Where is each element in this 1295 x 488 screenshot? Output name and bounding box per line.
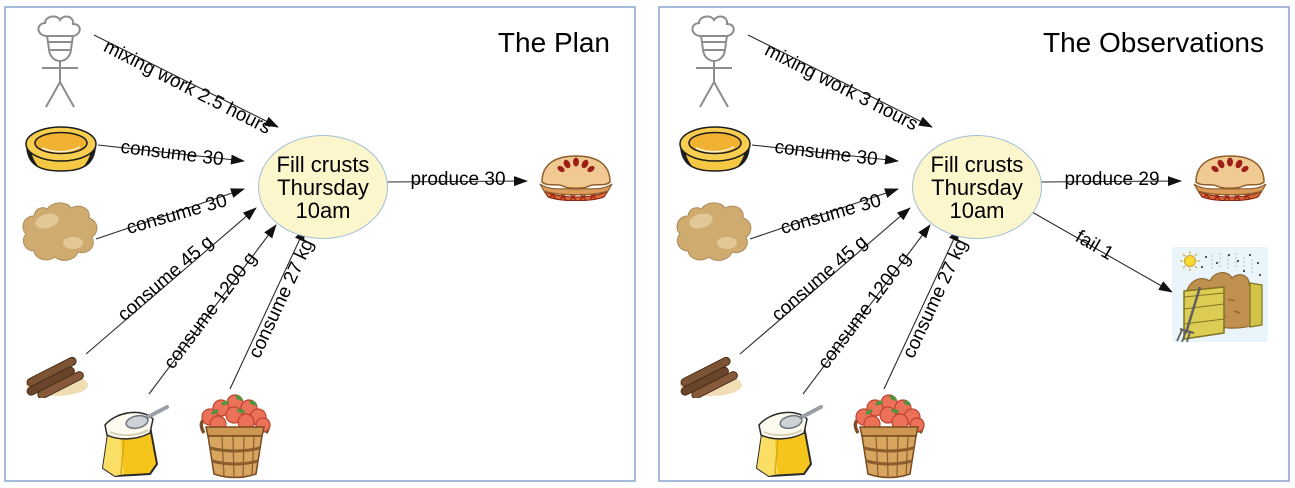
- chef-icon: [24, 14, 96, 114]
- observations-edge-lines: [739, 34, 1182, 395]
- panel-the-observations: Fill crusts Thursday 10am mixing work 3 …: [658, 6, 1290, 482]
- dough-shape: [22, 202, 98, 261]
- chef-figure: [37, 15, 81, 108]
- sugar-bag-icon: [90, 394, 170, 478]
- pie-crust-shape: [679, 126, 751, 172]
- edge-fail-line: [1017, 203, 1173, 293]
- cinnamon-shape: [680, 356, 742, 398]
- pie-icon: [534, 151, 618, 201]
- compost-bin-shape: [1172, 247, 1268, 342]
- sugar-bag-icon: [744, 394, 824, 478]
- edge-label-produce: produce 29: [1064, 169, 1160, 190]
- dough-icon: [671, 199, 755, 267]
- pie-shape: [539, 155, 613, 201]
- task-node-line1: Fill crusts: [930, 151, 1024, 177]
- cinnamon-icon: [24, 356, 90, 398]
- chef-figure: [691, 15, 735, 108]
- compost-bin-icon: [1172, 247, 1268, 342]
- dough-icon: [17, 199, 101, 267]
- apple-basket-icon: [195, 391, 275, 479]
- apple-basket-icon: [849, 391, 929, 479]
- sugar-bag-shape: [756, 405, 823, 477]
- edge-consume-sugar-line: [802, 224, 931, 395]
- task-node-line2: Thursday: [931, 174, 1023, 200]
- task-node-fill-crusts: Fill crusts Thursday 10am: [258, 135, 388, 239]
- edge-produce-line: [385, 176, 528, 187]
- edge-consume-crusts-line: [97, 144, 245, 165]
- panel-title-plan: The Plan: [497, 27, 610, 58]
- apple-basket-shape: [199, 394, 271, 479]
- task-node-fill-crusts: Fill crusts Thursday 10am: [912, 135, 1042, 239]
- plan-edge-lines: [85, 34, 528, 395]
- apple-basket-shape: [853, 394, 925, 479]
- panel-the-plan: Fill crusts Thursday 10am mixing work 2.…: [4, 6, 636, 482]
- edge-consume-cinnamon-line: [85, 207, 257, 355]
- pie-crust-icon: [676, 123, 754, 175]
- sugar-bag-shape: [102, 405, 169, 477]
- task-node-line1: Fill crusts: [276, 151, 370, 177]
- edge-produce-line: [1039, 176, 1182, 187]
- pie-crust-shape: [25, 126, 97, 172]
- edge-consume-sugar-line: [148, 224, 277, 395]
- edge-consume-crusts-line: [751, 144, 899, 165]
- edge-mixing-line: [93, 34, 279, 128]
- pie-shape: [1193, 155, 1267, 201]
- edge-label-produce: produce 30: [410, 169, 506, 190]
- cinnamon-icon: [678, 356, 744, 398]
- panel-title-observations: The Observations: [1043, 27, 1264, 58]
- edge-consume-dough-line: [749, 188, 899, 240]
- cinnamon-shape: [26, 356, 88, 398]
- edge-consume-cinnamon-line: [739, 207, 911, 355]
- dough-shape: [676, 202, 752, 261]
- chef-icon: [678, 14, 750, 114]
- pie-crust-icon: [22, 123, 100, 175]
- edge-consume-apples-line: [883, 227, 960, 390]
- task-node-line3: 10am: [295, 197, 351, 223]
- task-node-line3: 10am: [949, 197, 1005, 223]
- edge-consume-dough-line: [95, 188, 245, 240]
- pie-icon: [1188, 151, 1272, 201]
- task-node-line2: Thursday: [277, 174, 369, 200]
- edge-consume-apples-line: [229, 227, 306, 390]
- edge-mixing-line: [747, 34, 933, 128]
